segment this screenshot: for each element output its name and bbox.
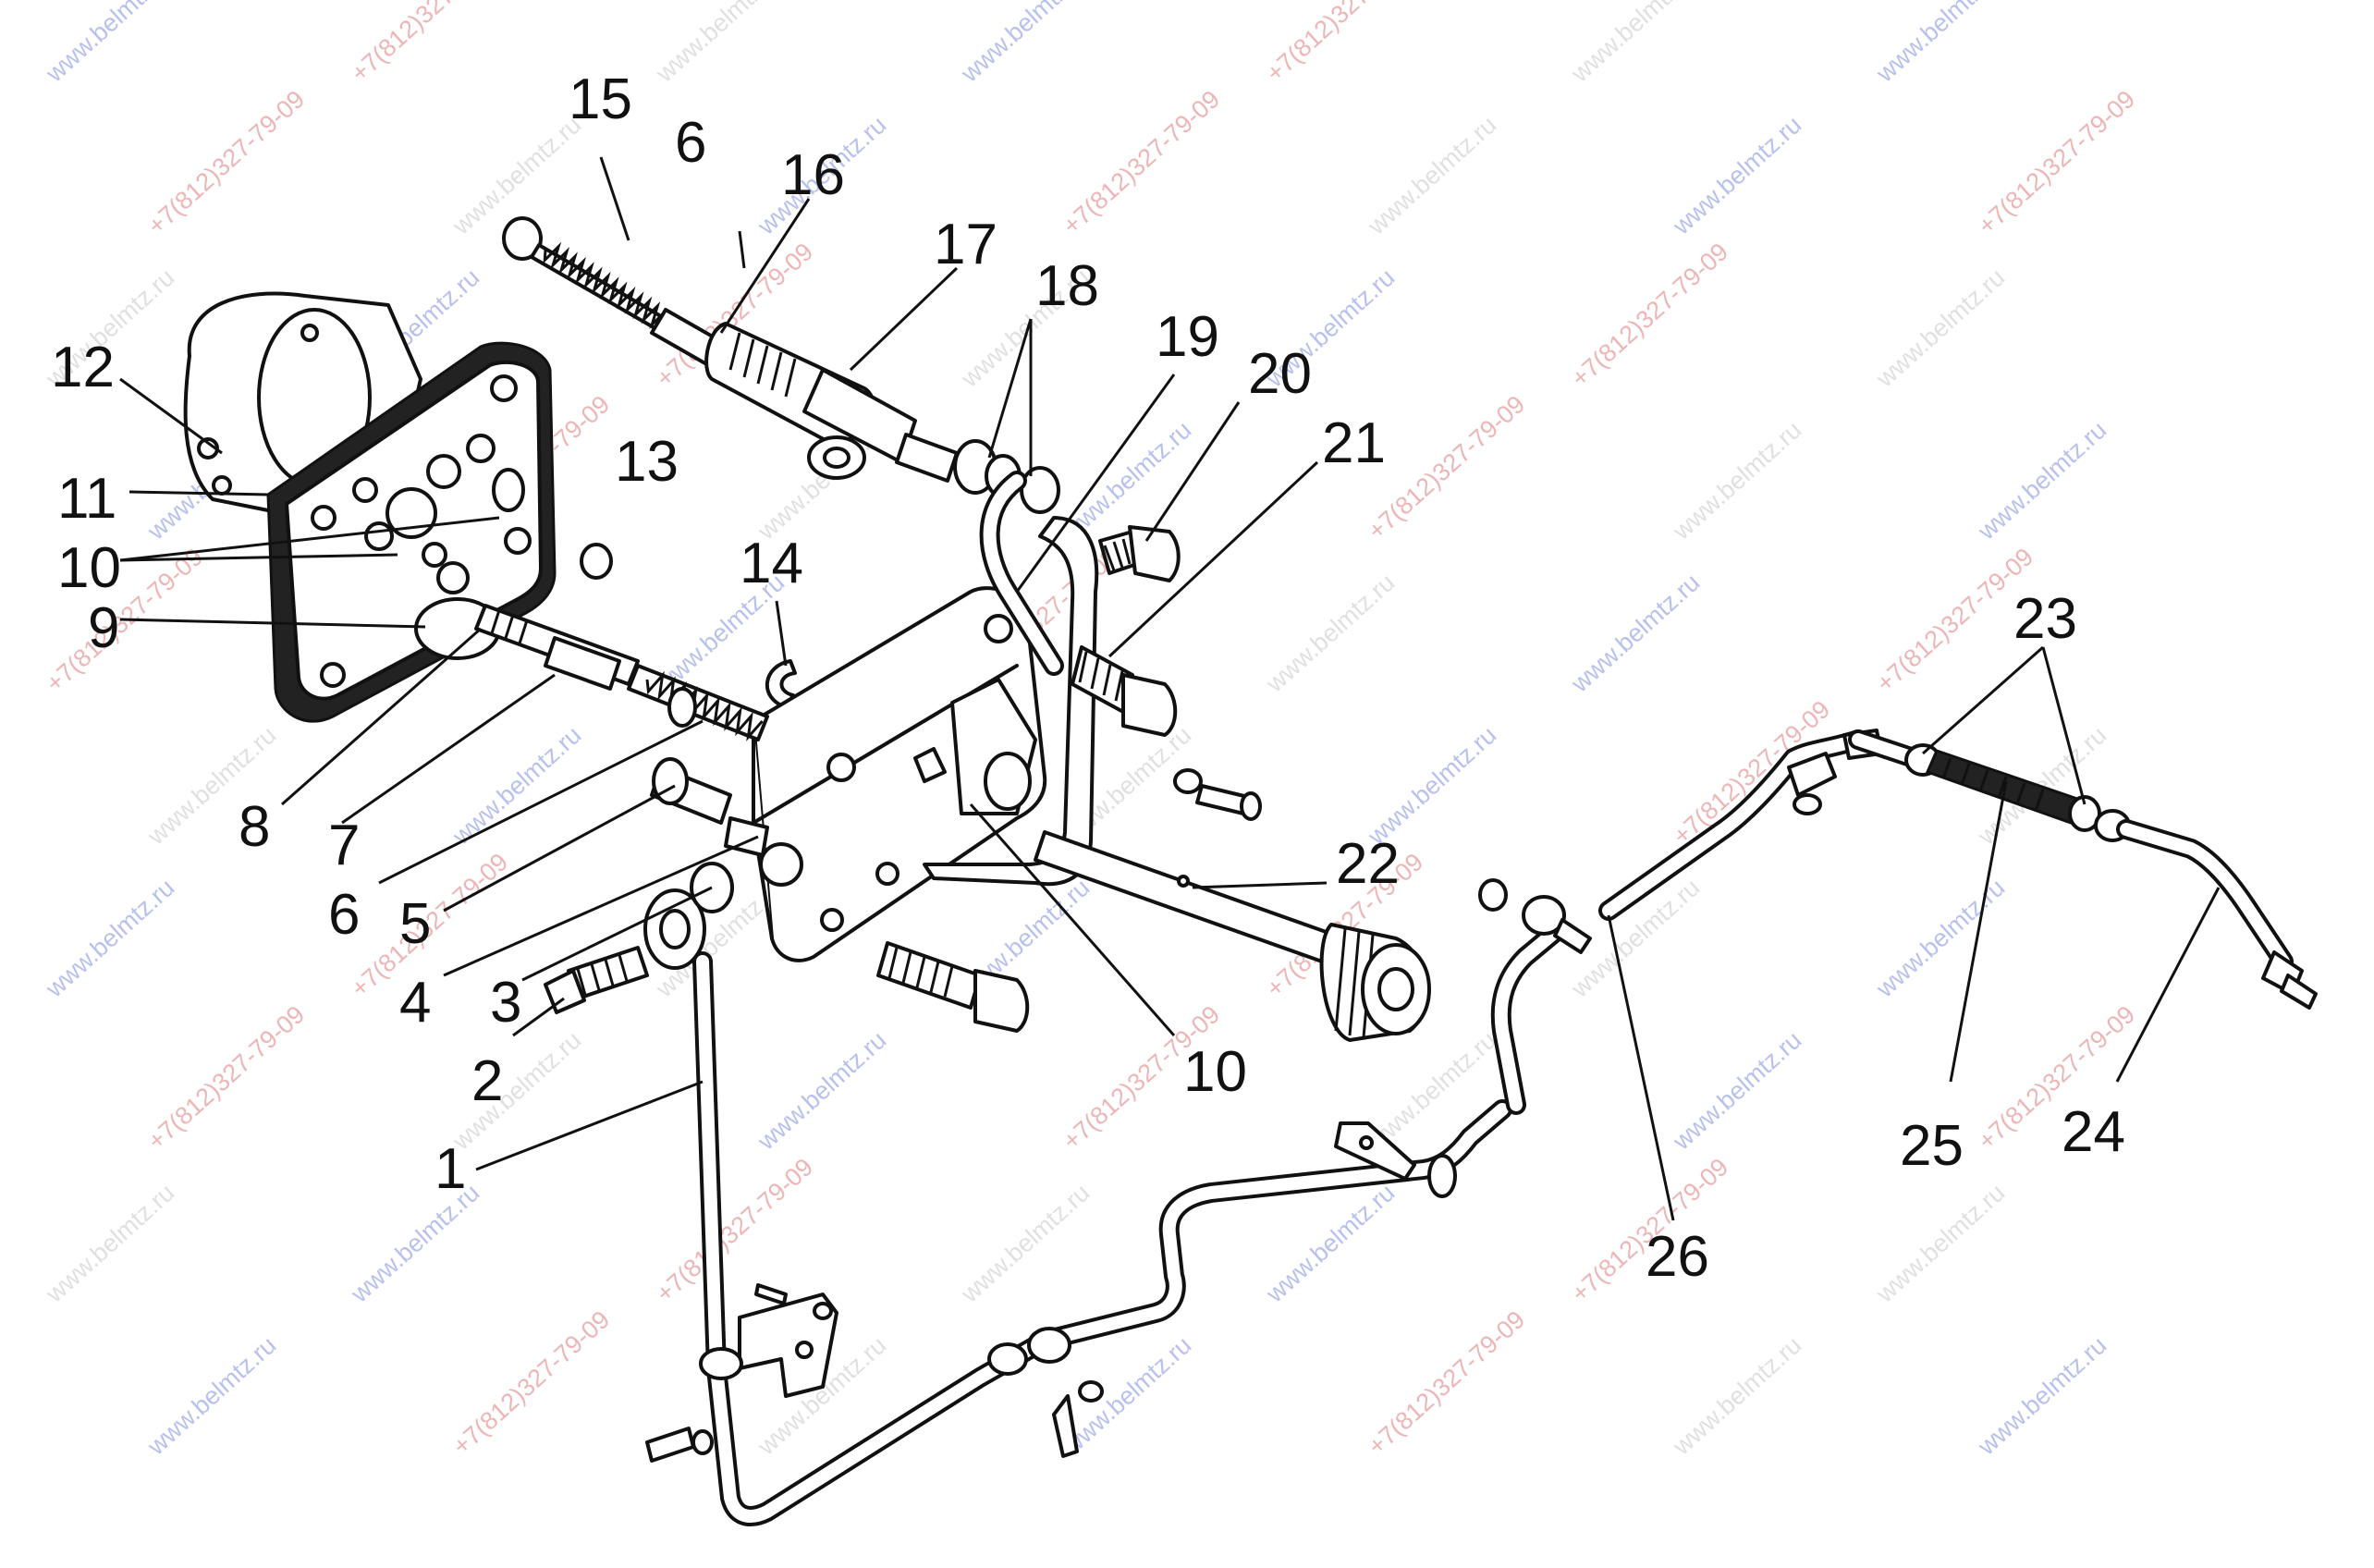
watermark-site: www.belmtz.ru xyxy=(955,0,1095,88)
watermark-site: www.belmtz.ru xyxy=(141,1331,281,1461)
callout-20: 20 xyxy=(1248,342,1312,406)
watermark-phone: +7(812)327-79-09 xyxy=(142,85,310,239)
watermark-site: www.belmtz.ru xyxy=(1667,111,1806,240)
callout-15: 15 xyxy=(569,67,632,131)
callout-13: 13 xyxy=(615,430,679,494)
callout-9: 9 xyxy=(88,596,119,660)
callout-11: 11 xyxy=(57,467,116,531)
callout-17: 17 xyxy=(934,213,997,276)
callout-26: 26 xyxy=(1646,1225,1709,1289)
watermark-faint: www.belmtz.ru xyxy=(1565,0,1705,88)
distributor-block xyxy=(752,586,1047,962)
hose-26 xyxy=(1478,878,1592,1115)
callout-5: 5 xyxy=(399,892,431,956)
watermark-site: www.belmtz.ru xyxy=(1667,1026,1806,1156)
callout-21: 21 xyxy=(1322,411,1386,475)
callout-12: 12 xyxy=(51,336,115,399)
banjo-fitting xyxy=(544,862,734,1014)
watermark-site: www.belmtz.ru xyxy=(1565,569,1705,698)
callout-19: 19 xyxy=(1156,305,1219,369)
watermark-site: www.belmtz.ru xyxy=(1260,1179,1400,1308)
bracket-plate xyxy=(1334,1121,1457,1198)
watermark-phone: +7(812)327-79-09 xyxy=(1566,238,1733,392)
tube-clamp-mid xyxy=(987,1327,1104,1458)
callout-4: 4 xyxy=(399,971,431,1035)
upper-shaft-assembly xyxy=(502,216,1060,514)
watermark-faint: www.belmtz.ru xyxy=(40,1179,179,1308)
callout-16: 16 xyxy=(781,143,845,207)
watermark-phone: +7(812)327-79-09 xyxy=(1261,0,1428,87)
bolt-20 xyxy=(1098,525,1181,582)
watermark-site: www.belmtz.ru xyxy=(752,1026,891,1156)
callout-25: 25 xyxy=(1900,1114,1964,1178)
watermark-phone: +7(812)327-79-09 xyxy=(142,1000,310,1155)
watermark-site: www.belmtz.ru xyxy=(1972,1331,2111,1461)
callout-6-upper: 6 xyxy=(675,111,706,175)
watermark-site: www.belmtz.ru xyxy=(40,0,179,88)
callout-6-lower: 6 xyxy=(328,883,360,947)
callout-24: 24 xyxy=(2062,1100,2125,1164)
leader-lines xyxy=(119,156,2221,1221)
callout-10-lower: 10 xyxy=(1183,1040,1247,1104)
watermark-phone: +7(812)327-79-09 xyxy=(1363,1305,1530,1460)
watermark-site: www.belmtz.ru xyxy=(40,874,179,1003)
watermark-faint: www.belmtz.ru xyxy=(955,1179,1095,1308)
watermark-site: www.belmtz.ru xyxy=(1972,416,2111,545)
watermark-faint: www.belmtz.ru xyxy=(1362,111,1501,240)
small-bolt-washer xyxy=(1173,768,1262,821)
watermark-phone: +7(812)327-79-09 xyxy=(346,0,513,87)
callout-2: 2 xyxy=(471,1049,503,1113)
callout-8: 8 xyxy=(239,795,270,859)
watermark-phone: +7(812)327-79-09 xyxy=(447,1305,615,1460)
shaft-22 xyxy=(1034,830,1431,1042)
watermark-site: www.belmtz.ru xyxy=(1870,874,2010,1003)
watermark-phone: +7(812)327-79-09 xyxy=(1973,85,2140,239)
watermark-site: www.belmtz.ru xyxy=(447,721,586,851)
callout-7: 7 xyxy=(328,814,360,877)
callout-10-upper: 10 xyxy=(57,536,121,600)
watermark-phone: +7(812)327-79-09 xyxy=(1363,390,1530,545)
watermark-faint: www.belmtz.ru xyxy=(1260,569,1400,698)
watermark-faint: www.belmtz.ru xyxy=(1870,1179,2010,1308)
watermark-faint: www.belmtz.ru xyxy=(1667,1331,1806,1461)
watermark-faint: www.belmtz.ru xyxy=(1667,416,1806,545)
bolt-lower xyxy=(876,941,1030,1033)
callout-18: 18 xyxy=(1035,254,1099,318)
watermark-phone: +7(812)327-79-09 xyxy=(651,1153,818,1307)
watermark-phone: +7(812)327-79-09 xyxy=(1058,85,1225,239)
bolt-21 xyxy=(1071,645,1178,737)
watermark-faint: www.belmtz.ru xyxy=(650,0,789,88)
washer-13 xyxy=(580,543,613,580)
tube-bracket xyxy=(645,1283,838,1463)
callout-22: 22 xyxy=(1336,832,1400,896)
watermark-faint: www.belmtz.ru xyxy=(1870,263,2010,393)
watermark-site: www.belmtz.ru xyxy=(1870,0,2010,88)
callout-numbers: 1 2 3 4 5 6 7 8 9 10 11 12 13 14 15 16 1… xyxy=(51,67,2125,1289)
callout-1: 1 xyxy=(434,1137,466,1201)
pump-housing xyxy=(183,291,422,520)
callout-3: 3 xyxy=(490,971,521,1035)
callout-23: 23 xyxy=(2013,587,2077,651)
callout-14: 14 xyxy=(740,532,803,595)
watermark-site: www.belmtz.ru xyxy=(1057,1331,1196,1461)
